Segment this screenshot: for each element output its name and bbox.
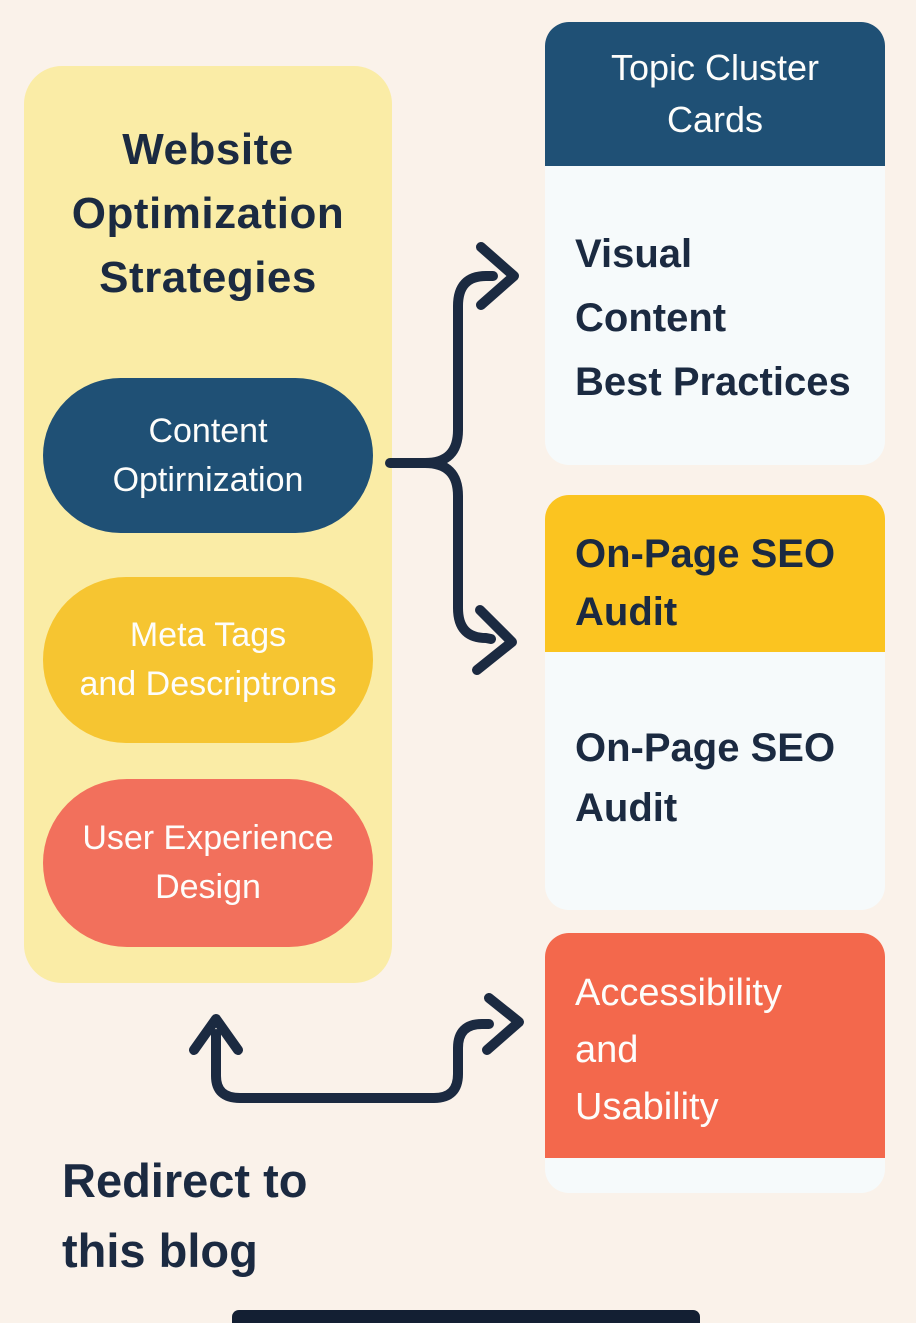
- card-onpage-seo: On-Page SEO Audit On-Page SEO Audit: [545, 495, 885, 910]
- branch-arrow-icon: [385, 242, 519, 675]
- card-accessibility-footer: [545, 1158, 885, 1193]
- home-indicator-bar: [232, 1310, 700, 1323]
- card-visual-content-body: Visual Content Best Practices: [545, 166, 885, 465]
- card-topic-cluster-header: Topic Cluster Cards: [545, 22, 885, 166]
- arrowhead-right-bottom-icon: [472, 605, 517, 675]
- card-onpage-seo-body: On-Page SEO Audit: [545, 652, 885, 910]
- card-onpage-seo-header: On-Page SEO Audit: [545, 495, 885, 652]
- redirect-arrow-icon: [189, 993, 524, 1103]
- card-topic-cluster-header-label: Topic Cluster Cards: [610, 47, 820, 140]
- arrowhead-right-top-icon: [476, 242, 519, 310]
- arrowhead-right-icon: [482, 993, 524, 1055]
- redirect-caption: Redirect to this blog: [62, 1154, 308, 1277]
- card-topic-cluster: Topic Cluster Cards Visual Content Best …: [545, 22, 885, 465]
- strategies-panel: Website Optimization Strategies Content …: [24, 66, 392, 983]
- arrowhead-up-icon: [189, 1014, 243, 1055]
- pill-user-experience: User Experience Design: [43, 779, 373, 947]
- card-accessibility: Accessibility and Usability: [545, 933, 885, 1193]
- pill-content-optimization: Content Optirnization: [43, 378, 373, 533]
- panel-title: Website Optimization Strategies: [71, 125, 345, 302]
- pill-meta-tags: Meta Tags and Descriptrons: [43, 577, 373, 743]
- pill-user-experience-label: User Experience Design: [82, 819, 334, 906]
- pill-meta-tags-label: Meta Tags and Descriptrons: [79, 616, 337, 703]
- pill-content-optimization-label: Content Optirnization: [112, 411, 304, 499]
- card-accessibility-body: Accessibility and Usability: [545, 933, 885, 1158]
